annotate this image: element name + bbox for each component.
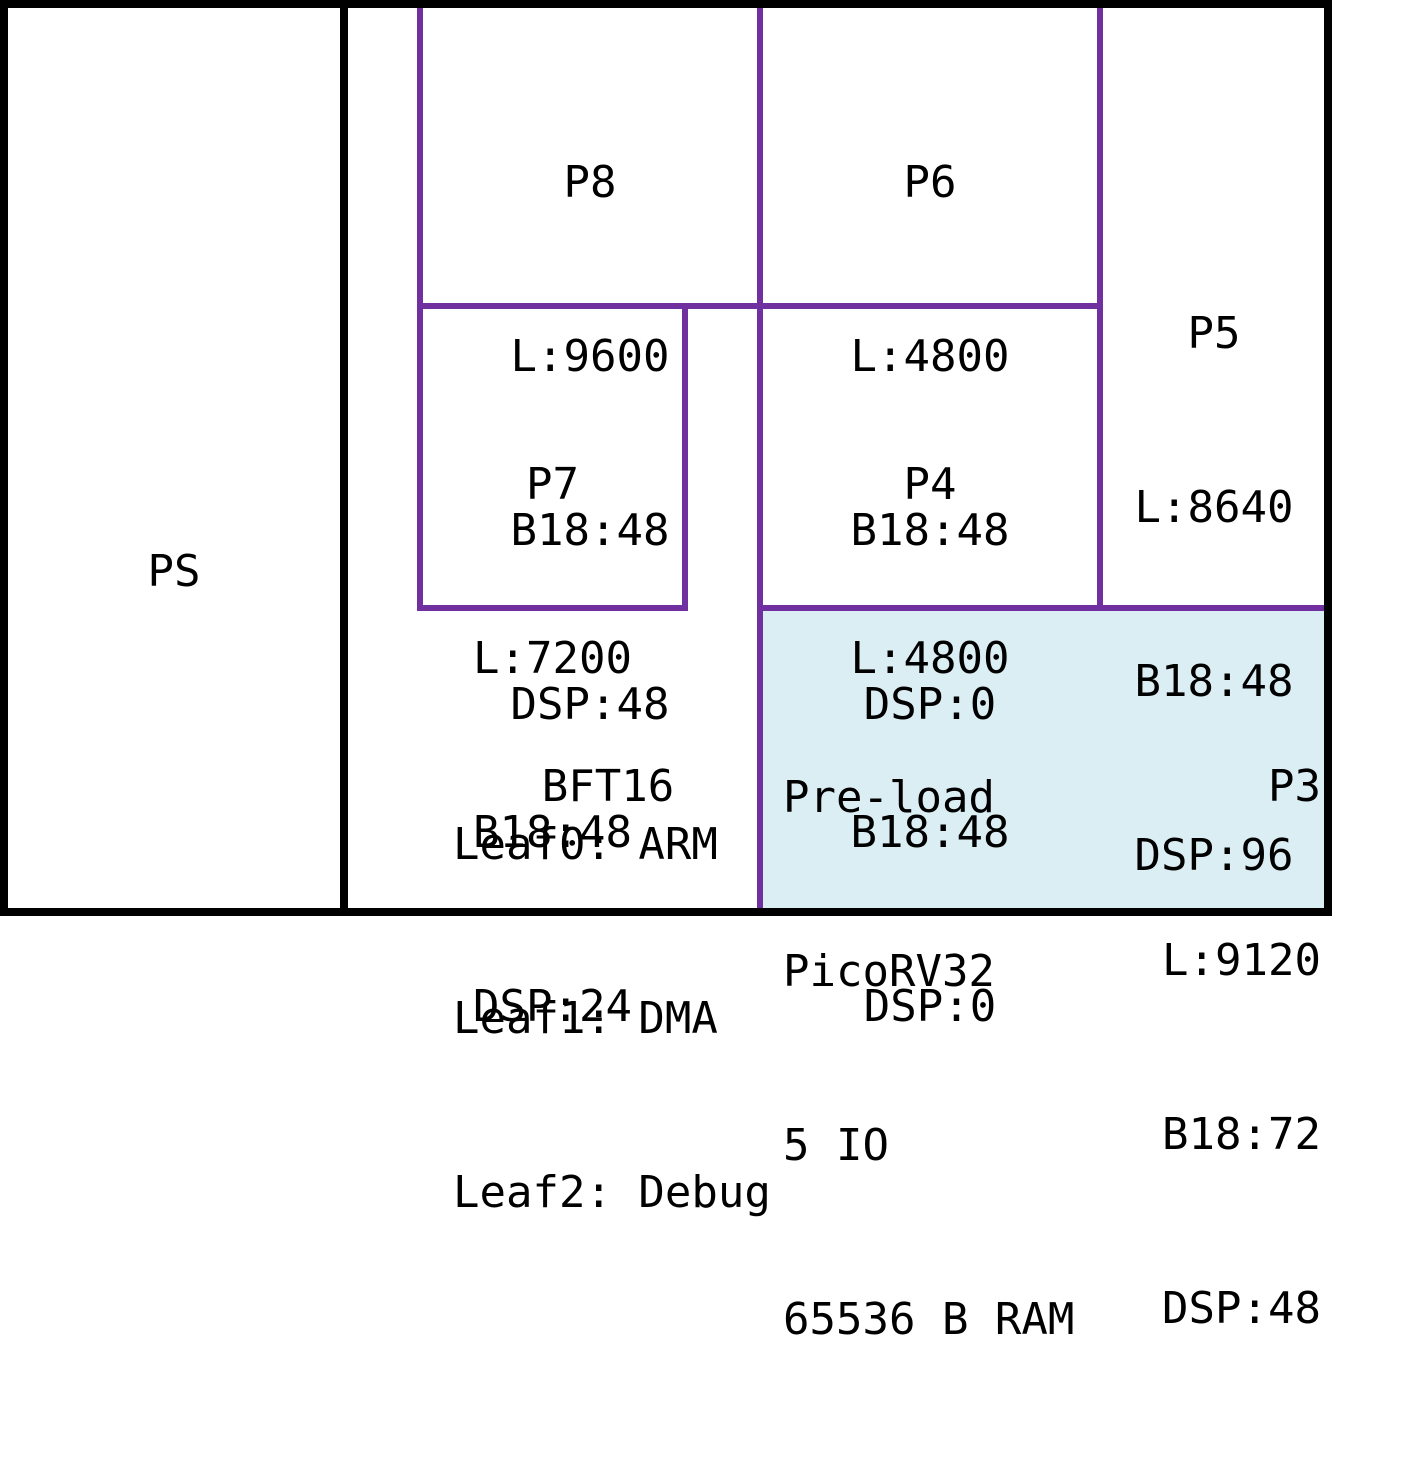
p6-bram: B18:48 [850,505,1010,556]
p6-luts: L:4800 [850,331,1010,382]
p6-label-block: P6 L:4800 B18:48 DSP:0 [763,38,1097,850]
p7-luts: L:7200 [473,633,632,684]
p8-name: P8 [563,157,617,208]
ps-label: PS [147,546,201,597]
p7-bram: B18:48 [473,807,632,858]
floorplan-lines [0,0,1332,916]
preload-line4: 65536 B RAM [783,1294,1075,1345]
bft-leaf1: Leaf1: DMA [453,993,718,1044]
bft-leaves-block: Leaf0: ARM Leaf1: DMA Leaf2: Debug [453,700,771,1338]
bft-title-block: BFT16 [460,642,756,932]
p3-region-fill [762,607,1328,912]
p5-dsp: DSP:96 [1134,830,1294,881]
p3-dsp: DSP:48 [1162,1283,1321,1334]
preload-line2: PicoRV32 [783,946,995,997]
fpga-floorplan-diagram: PS P8 L:9600 B18:48 DSP:48 P6 L:4800 B18… [0,0,1332,1345]
p3-luts: L:9120 [1162,935,1321,986]
p6-dsp: DSP:0 [863,679,997,730]
p8-dsp: DSP:48 [510,679,670,730]
p7-name: P7 [526,459,579,510]
p8-bram: B18:48 [510,505,670,556]
bft-leaf0: Leaf0: ARM [453,819,718,870]
p5-bram: B18:48 [1134,656,1294,707]
preload-block: Pre-load PicoRV32 5 IO 65536 B RAM [783,653,1083,1465]
p3-bram: B18:72 [1162,1109,1321,1160]
preload-line1: Pre-load [783,772,995,823]
p5-luts: L:8640 [1134,482,1294,533]
ps-label-block: PS [8,427,340,717]
outer-border [0,0,1332,916]
p8-label-block: P8 L:9600 B18:48 DSP:48 [423,38,757,850]
bft-title: BFT16 [541,761,675,812]
p3-label-block: P3 L:9120 B18:72 DSP:48 [1110,642,1321,1454]
p6-name: P6 [903,157,957,208]
bft-leaf2: Leaf2: Debug [453,1167,771,1218]
p3-name: P3 [1268,761,1321,812]
p4-name: P4 [903,459,957,510]
p5-label-block: P5 L:8640 B18:48 DSP:96 [1103,189,1325,1001]
p5-name: P5 [1187,308,1241,359]
p4-luts: L:4800 [850,633,1010,684]
p8-luts: L:9600 [510,331,670,382]
preload-line3: 5 IO [783,1120,889,1171]
p4-bram: B18:48 [850,807,1010,858]
